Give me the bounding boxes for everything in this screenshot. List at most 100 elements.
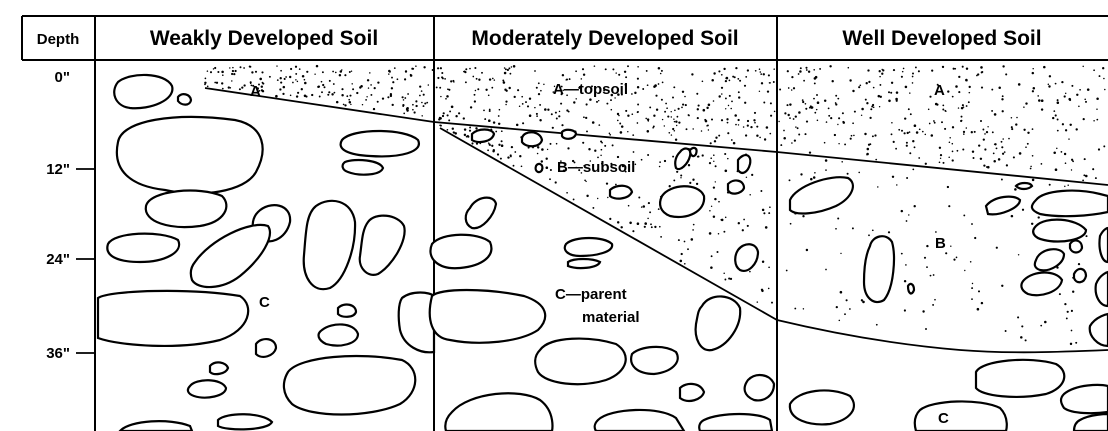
- stipple-dot: [498, 144, 500, 146]
- stipple-dot: [768, 266, 770, 268]
- stipple-dot: [1037, 95, 1039, 97]
- stipple-dot: [469, 130, 471, 132]
- stipple-dot: [948, 157, 950, 159]
- stipple-dot: [428, 84, 430, 86]
- stipple-dot: [963, 133, 965, 135]
- stipple-dot: [567, 147, 569, 149]
- stipple-dot: [970, 261, 972, 263]
- stipple-dot: [1011, 128, 1013, 130]
- stipple-dot: [632, 134, 634, 136]
- stipple-dot: [958, 76, 960, 78]
- stipple-dot: [925, 134, 927, 136]
- weak-horizon-c-label: C: [259, 294, 270, 311]
- stipple-dot: [828, 115, 830, 117]
- stipple-dot: [721, 93, 723, 95]
- stipple-dot: [866, 102, 868, 104]
- stipple-dot: [647, 218, 649, 220]
- stipple-dot: [969, 92, 971, 94]
- rock: [908, 284, 914, 294]
- stipple-dot: [534, 70, 536, 72]
- stipple-dot: [728, 105, 729, 106]
- stipple-dot: [1053, 110, 1055, 112]
- stipple-dot: [1033, 87, 1036, 90]
- stipple-dot: [952, 126, 954, 128]
- stipple-dot: [966, 105, 968, 107]
- stipple-dot: [678, 239, 680, 241]
- stipple-dot: [754, 122, 756, 124]
- stipple-dot: [487, 149, 489, 151]
- stipple-dot: [488, 94, 490, 96]
- stipple-dot: [847, 173, 849, 175]
- rock: [696, 296, 741, 350]
- stipple-dot: [735, 67, 737, 69]
- stipple-dot: [280, 82, 282, 84]
- stipple-dot: [942, 109, 944, 111]
- stipple-dot: [606, 103, 608, 105]
- stipple-dot: [912, 82, 914, 84]
- stipple-dot: [963, 214, 965, 216]
- stipple-dot: [962, 148, 964, 150]
- stipple-dot: [651, 226, 653, 228]
- stipple-dot: [463, 117, 465, 119]
- stipple-dot: [207, 70, 209, 72]
- header-weakly-developed: Weakly Developed Soil: [150, 27, 378, 50]
- stipple-dot: [725, 77, 727, 79]
- depth-tick-0: 0": [55, 69, 70, 86]
- stipple-dot: [377, 101, 379, 103]
- stipple-dot: [953, 68, 955, 70]
- stipple-dot: [405, 71, 407, 73]
- stipple-dot: [391, 77, 393, 79]
- stipple-dot: [1103, 78, 1105, 80]
- stipple-dot: [971, 131, 973, 133]
- stipple-dot: [986, 131, 988, 133]
- stipple-dot: [559, 111, 561, 113]
- stipple-dot: [1099, 75, 1101, 77]
- stipple-dot: [981, 71, 983, 73]
- stipple-dot: [261, 71, 263, 73]
- stipple-dot: [914, 146, 916, 148]
- stipple-dot: [805, 103, 807, 105]
- stipple-dot: [689, 182, 691, 184]
- stipple-dot: [809, 151, 811, 153]
- stipple-dot: [585, 117, 587, 119]
- stipple-dot: [682, 91, 684, 93]
- stipple-dot: [844, 313, 846, 315]
- stipple-dot: [762, 209, 765, 212]
- stipple-dot: [1087, 88, 1090, 91]
- stipple-dot: [366, 96, 367, 97]
- stipple-dot: [650, 223, 652, 225]
- stipple-dot: [343, 104, 345, 106]
- stipple-dot: [617, 156, 619, 158]
- stipple-dot: [1072, 291, 1074, 293]
- stipple-dot: [768, 74, 770, 76]
- rocks-weakly-developed: [98, 75, 434, 431]
- stipple-dot: [797, 127, 799, 129]
- stipple-dot: [348, 99, 350, 101]
- stipple-dot: [691, 238, 694, 241]
- stipple-dot: [403, 99, 405, 101]
- stipple-dot: [489, 78, 491, 80]
- stipple-dot: [783, 130, 785, 132]
- stipple-dot: [470, 106, 472, 108]
- stipple-dot: [671, 116, 672, 117]
- stipple-dot: [1032, 155, 1034, 157]
- stipple-dot: [965, 79, 968, 82]
- depth-tick-24: 24": [46, 251, 70, 268]
- stipple-dot: [931, 70, 933, 72]
- stipple-dot: [504, 72, 507, 75]
- stipple-dot: [982, 129, 984, 131]
- stipple-dot: [730, 108, 732, 110]
- stipple-dot: [539, 104, 541, 106]
- stipple-dot: [1049, 184, 1051, 186]
- stipple-dot: [388, 70, 391, 73]
- stipple-dot: [709, 210, 711, 212]
- stipple-dot: [620, 131, 623, 134]
- stipple-dot: [658, 83, 660, 85]
- stipple-dot: [692, 229, 694, 231]
- stipple-dot: [601, 142, 603, 144]
- stipple-dot: [713, 216, 715, 218]
- stipple-dot: [448, 119, 450, 121]
- stipple-dot: [864, 133, 866, 135]
- stipple-dot: [609, 133, 611, 135]
